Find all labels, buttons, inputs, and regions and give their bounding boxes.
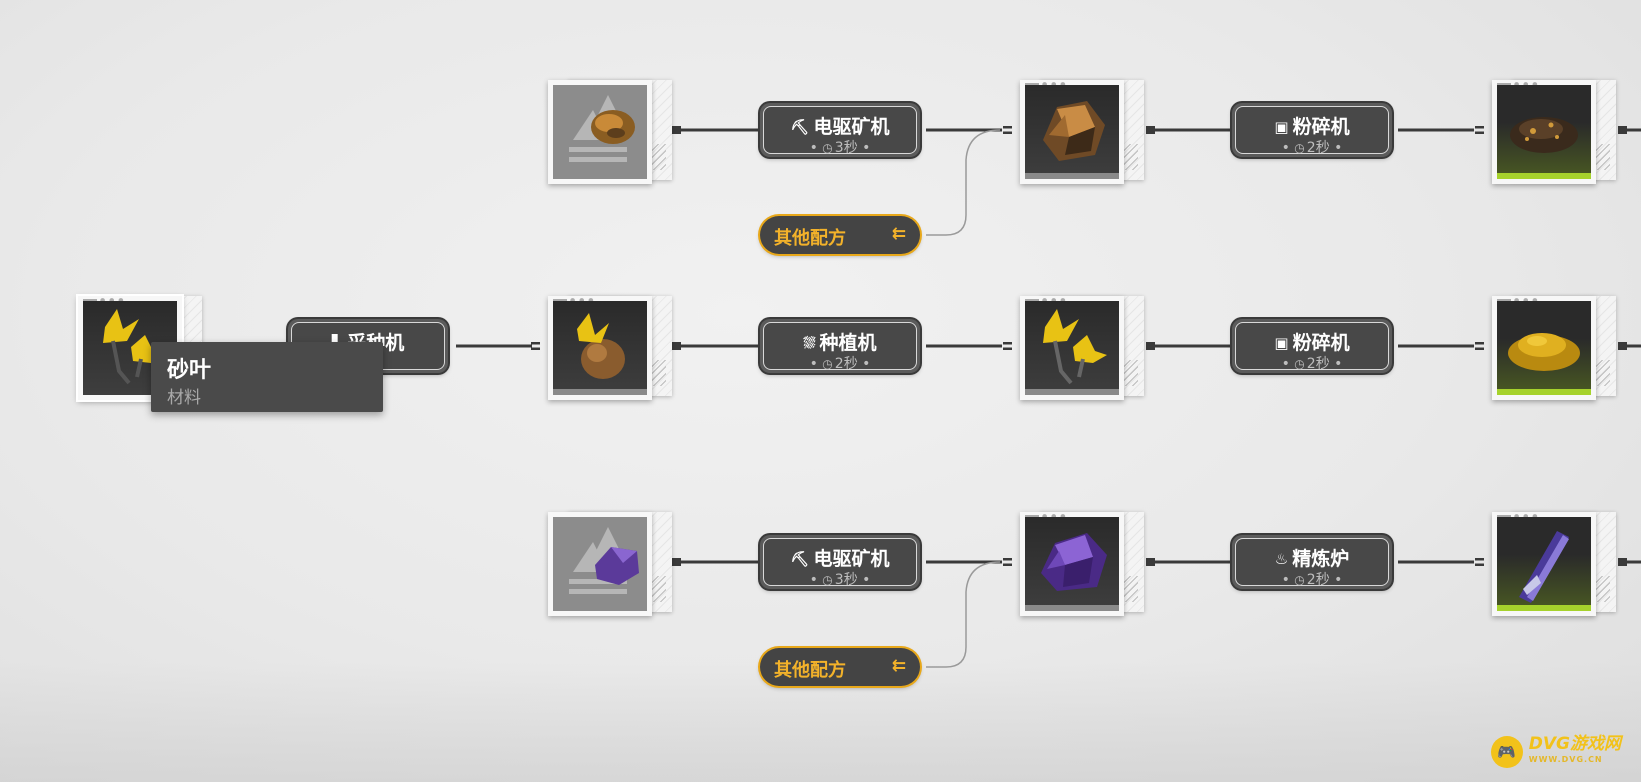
dot-right: •	[862, 572, 871, 588]
amethyst-ore-icon	[1041, 533, 1107, 591]
item-card-sand-leaf-powder[interactable]: ● ● ●	[1492, 296, 1616, 400]
amethyst-fiber-icon	[1519, 531, 1569, 603]
dot-right: •	[1334, 356, 1343, 372]
machine-planter[interactable]: ⛆种植机 • ◷2秒 •	[760, 319, 920, 373]
tooltip-item-type: 材料	[167, 388, 201, 408]
item-card-amethyst-ore[interactable]: ● ● ●	[1020, 512, 1144, 616]
dot-left: •	[1281, 356, 1290, 372]
sand-leaf-powder-icon	[1508, 333, 1580, 371]
furnace-icon: ♨	[1274, 550, 1289, 568]
machine-electric-drill-row3[interactable]: ⛏电驱矿机 • ◷3秒 •	[760, 535, 920, 589]
clock-icon: ◷	[822, 573, 833, 587]
recipe-list-icon: ⇇	[891, 656, 906, 676]
machine-time: 2秒	[834, 356, 858, 372]
dot-left: •	[1281, 572, 1290, 588]
crusher-icon: ▣	[1274, 334, 1289, 352]
copper-ore-icon	[1043, 101, 1105, 161]
ore-source-icon	[569, 95, 635, 162]
item-card-copper-powder[interactable]: ● ● ●	[1492, 80, 1616, 184]
machine-time: 2秒	[1306, 356, 1330, 372]
sand-leaf-plant-icon	[103, 309, 165, 385]
machine-time: 3秒	[834, 572, 858, 588]
dot-left: •	[809, 572, 818, 588]
gamepad-logo-icon: 🎮	[1490, 736, 1523, 768]
other-recipe-button-row3[interactable]: 其他配方 ⇇	[760, 648, 920, 686]
dot-left: •	[809, 356, 818, 372]
item-tooltip: 砂叶 材料	[151, 342, 383, 412]
dot-right: •	[862, 356, 871, 372]
item-card-amethyst-ore-raw[interactable]	[548, 512, 672, 616]
planter-icon: ⛆	[803, 334, 816, 352]
sand-leaf-icon	[1043, 309, 1107, 385]
dot-left: •	[1281, 140, 1290, 156]
machine-electric-drill-row1[interactable]: ⛏电驱矿机 • ◷3秒 •	[760, 103, 920, 157]
tooltip-item-name: 砂叶	[167, 358, 212, 383]
clock-icon: ◷	[1294, 357, 1305, 371]
item-card-sand-leaf-seed[interactable]: ● ● ●	[548, 296, 672, 400]
dot-right: •	[1334, 140, 1343, 156]
item-card-dragon-ore-raw[interactable]	[548, 80, 672, 184]
machine-time: 3秒	[834, 140, 858, 156]
dot-left: •	[809, 140, 818, 156]
drill-icon: ⛏	[790, 550, 810, 568]
dot-right: •	[862, 140, 871, 156]
recipe-list-icon: ⇇	[891, 224, 906, 244]
machine-crusher-row2[interactable]: ▣粉碎机 • ◷2秒 •	[1232, 319, 1392, 373]
machine-time: 2秒	[1306, 140, 1330, 156]
item-card-amethyst-fiber[interactable]: ● ● ●	[1492, 512, 1616, 616]
clock-icon: ◷	[1294, 573, 1305, 587]
clock-icon: ◷	[1294, 141, 1305, 155]
item-card-sand-leaf[interactable]: ● ● ●	[1020, 296, 1144, 400]
item-card-copper-ore[interactable]: ● ● ●	[1020, 80, 1144, 184]
machine-crusher-row1[interactable]: ▣粉碎机 • ◷2秒 •	[1232, 103, 1392, 157]
clock-icon: ◷	[822, 357, 833, 371]
machine-time: 2秒	[1306, 572, 1330, 588]
amethyst-source-icon	[569, 527, 639, 594]
seed-icon	[577, 313, 625, 379]
other-recipe-button-row1[interactable]: 其他配方 ⇇	[760, 216, 920, 254]
machine-refining-furnace[interactable]: ♨精炼炉 • ◷2秒 •	[1232, 535, 1392, 589]
crusher-icon: ▣	[1274, 118, 1289, 136]
drill-icon: ⛏	[790, 118, 810, 136]
clock-icon: ◷	[822, 141, 833, 155]
watermark-subtitle: WWW.DVG.CN	[1528, 755, 1603, 764]
watermark-title: DVG游戏网	[1528, 734, 1621, 754]
copper-powder-icon	[1510, 117, 1578, 153]
dot-right: •	[1334, 572, 1343, 588]
